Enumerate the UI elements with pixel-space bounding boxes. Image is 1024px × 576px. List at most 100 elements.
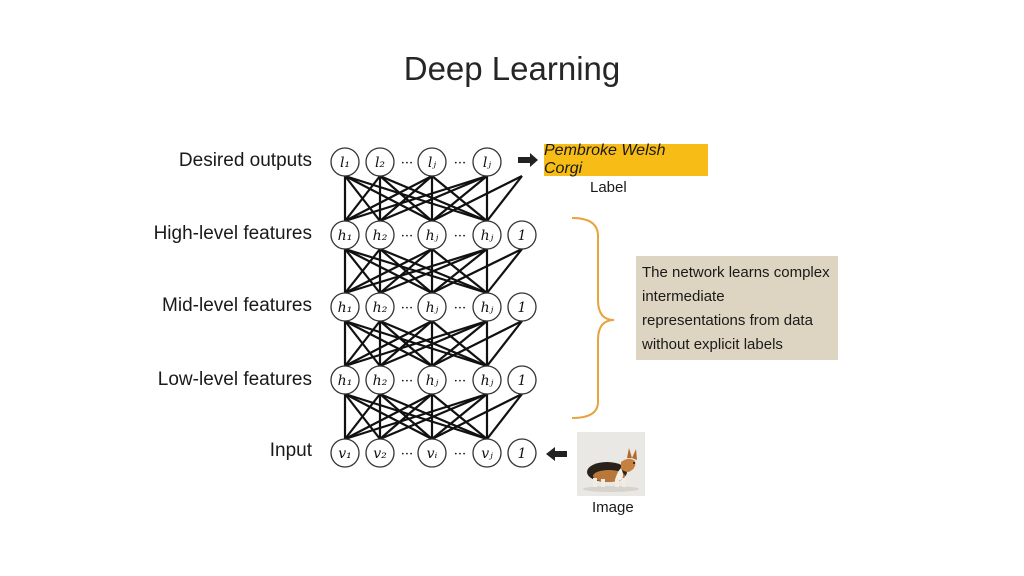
image-caption: Image: [592, 499, 634, 516]
connection-line: [431, 320, 523, 367]
connection-line: [379, 392, 488, 441]
connection-line: [431, 393, 523, 440]
connection-line: [379, 320, 433, 367]
neuron: [417, 147, 447, 177]
ellipsis: ···: [401, 374, 413, 389]
note-box: The network learns complex intermediate …: [636, 256, 838, 360]
neuron-label: lⱼ: [428, 155, 436, 171]
row-label-low-level: Low-level features: [157, 369, 312, 390]
connection-line: [486, 175, 523, 222]
neuron: [472, 438, 502, 468]
neuron-label: h₁: [338, 228, 353, 244]
connection-line: [344, 320, 381, 367]
neuron: [417, 365, 447, 395]
neuron-label: 1: [518, 228, 527, 244]
connection-line: [344, 393, 433, 440]
row-label-outputs: Desired outputs: [178, 150, 312, 171]
neuron: [472, 220, 502, 250]
output-label-box: Pembroke Welsh Corgi: [544, 142, 708, 177]
connection-line: [379, 319, 488, 368]
neuron: [417, 292, 447, 322]
connection-line: [486, 248, 523, 294]
connection-lines: [343, 174, 523, 441]
neuron: [365, 438, 395, 468]
ellipsis: ···: [401, 229, 413, 244]
connection-line: [486, 320, 523, 367]
neuron-label: hⱼ: [481, 300, 494, 316]
neuron-label: h₂: [373, 373, 388, 389]
neuron: [330, 365, 360, 395]
neuron: [365, 292, 395, 322]
connection-line: [379, 174, 488, 223]
connection-line: [431, 175, 523, 222]
neuron: [365, 365, 395, 395]
connection-line: [431, 248, 488, 294]
neuron-label: 1: [518, 446, 527, 462]
neuron: [507, 365, 537, 395]
neuron-label: vⱼ: [481, 446, 493, 462]
connection-line: [379, 175, 433, 222]
neuron-label: lⱼ: [483, 155, 491, 171]
connection-line: [379, 247, 488, 295]
neuron-label: h₁: [338, 373, 353, 389]
neuron-label: hⱼ: [426, 300, 439, 316]
ellipsis: ···: [401, 301, 413, 316]
neuron-label: h₁: [338, 300, 353, 316]
connection-line: [344, 393, 381, 440]
neuron: [472, 147, 502, 177]
connection-line: [379, 393, 433, 440]
row-label-input: Input: [269, 440, 312, 461]
ellipsis: ···: [401, 156, 413, 171]
neuron-label: h₂: [373, 228, 388, 244]
connection-line: [344, 175, 381, 222]
connection-line: [344, 320, 433, 367]
neuron: [330, 220, 360, 250]
neuron: [507, 292, 537, 322]
row-label-mid-level: Mid-level features: [162, 295, 312, 316]
neuron-label: h₂: [373, 300, 388, 316]
row-label-high-level: High-level features: [153, 223, 312, 244]
neuron: [507, 438, 537, 468]
connection-line: [344, 248, 381, 294]
connection-line: [344, 247, 488, 295]
neuron: [507, 220, 537, 250]
neuron-label: l₂: [375, 155, 385, 171]
neuron-label: 1: [518, 373, 527, 389]
ellipsis: ···: [454, 156, 466, 171]
ellipsis: ···: [454, 374, 466, 389]
connection-line: [431, 393, 488, 440]
neuron: [365, 147, 395, 177]
neuron-label: l₁: [340, 155, 350, 171]
slide-title: Deep Learning: [403, 50, 621, 87]
neuron: [472, 292, 502, 322]
ellipsis: ···: [454, 447, 466, 462]
neuron-label: vᵢ: [427, 446, 438, 462]
connection-line: [344, 175, 433, 222]
connection-line: [431, 175, 488, 222]
neuron-label: hⱼ: [481, 373, 494, 389]
ellipsis: ···: [401, 447, 413, 462]
connection-line: [431, 248, 523, 294]
neuron-label: hⱼ: [426, 228, 439, 244]
connection-line: [431, 320, 488, 367]
ellipsis: ···: [454, 301, 466, 316]
neuron: [417, 220, 447, 250]
label-caption: Label: [590, 179, 627, 196]
connection-line: [486, 393, 523, 440]
connection-line: [344, 319, 488, 368]
connection-line: [379, 248, 433, 294]
neuron-label: hⱼ: [426, 373, 439, 389]
connection-line: [344, 174, 488, 223]
neuron: [330, 438, 360, 468]
ellipsis: ···: [454, 229, 466, 244]
neuron: [365, 220, 395, 250]
output-arrow-icon: [518, 153, 538, 167]
neuron: [330, 292, 360, 322]
connection-line: [344, 248, 433, 294]
neuron-label: 1: [518, 300, 527, 316]
neuron: [330, 147, 360, 177]
curly-brace-icon: [571, 217, 615, 419]
corgi-image: [577, 432, 645, 496]
neuron: [417, 438, 447, 468]
